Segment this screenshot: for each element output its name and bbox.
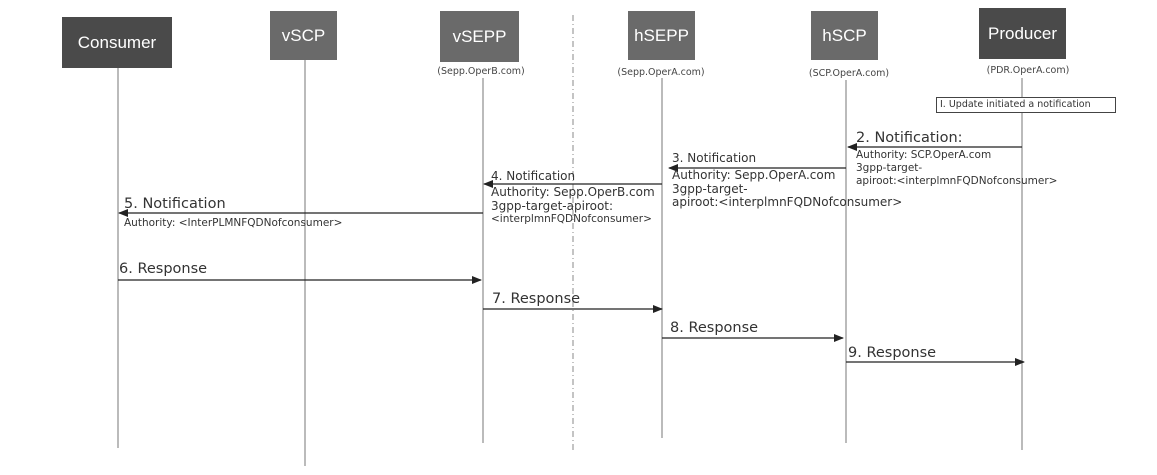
participant-consumer-label: Consumer <box>77 32 157 52</box>
msg4-title: 4. Notification <box>491 169 576 183</box>
msg2-title: 2. Notification: <box>856 130 963 146</box>
participant-hscp: hSCP <box>811 11 878 60</box>
msg7-title: 7. Response <box>492 291 581 307</box>
participant-vsepp-label: vSEPP <box>452 26 507 46</box>
participant-hsepp-label: hSEPP <box>634 25 689 45</box>
msg9-title: 9. Response <box>848 345 937 361</box>
msg2-line1: Authority: SCP.OperA.com <box>856 149 992 161</box>
participant-vscp: vSCP <box>270 11 337 60</box>
msg4-line2: 3gpp-target-apiroot: <box>491 199 614 213</box>
msg3-line1: Authority: Sepp.OperA.com <box>672 168 836 182</box>
producer-fqdn: (PDR.OperA.com) <box>986 65 1070 76</box>
msg2-line3: apiroot:<interplmnFQDNofconsumer> <box>856 175 1058 187</box>
participant-producer-label: Producer <box>988 23 1057 43</box>
msg8-title: 8. Response <box>670 320 759 336</box>
participant-hscp-label: hSCP <box>822 25 867 45</box>
msg3-line2: 3gpp-target- <box>672 182 748 196</box>
msg4-line1: Authority: Sepp.OperB.com <box>491 185 655 199</box>
msg5-line1: Authority: <InterPLMNFQDNofconsumer> <box>124 217 343 229</box>
msg4-line3: <interplmnFQDNofconsumer> <box>491 213 652 225</box>
hscp-fqdn: (SCP.OperA.com) <box>808 68 890 79</box>
participant-vsepp: vSEPP <box>440 11 519 62</box>
participant-hsepp: hSEPP <box>628 11 695 60</box>
msg5-title: 5. Notification <box>124 196 226 212</box>
hsepp-fqdn: (Sepp.OperA.com) <box>617 67 705 78</box>
msg3-line3: apiroot:<interplmnFQDNofconsumer> <box>672 195 903 209</box>
participant-producer: Producer <box>979 8 1066 59</box>
vsepp-fqdn: (Sepp.OperB.com) <box>437 66 525 77</box>
msg6-title: 6. Response <box>119 261 208 277</box>
msg3-title: 3. Notification <box>672 151 757 165</box>
update-note: I. Update initiated a notification <box>936 97 1116 113</box>
participant-consumer: Consumer <box>62 17 172 68</box>
participant-vscp-label: vSCP <box>281 25 326 45</box>
msg2-line2: 3gpp-target- <box>856 162 923 174</box>
